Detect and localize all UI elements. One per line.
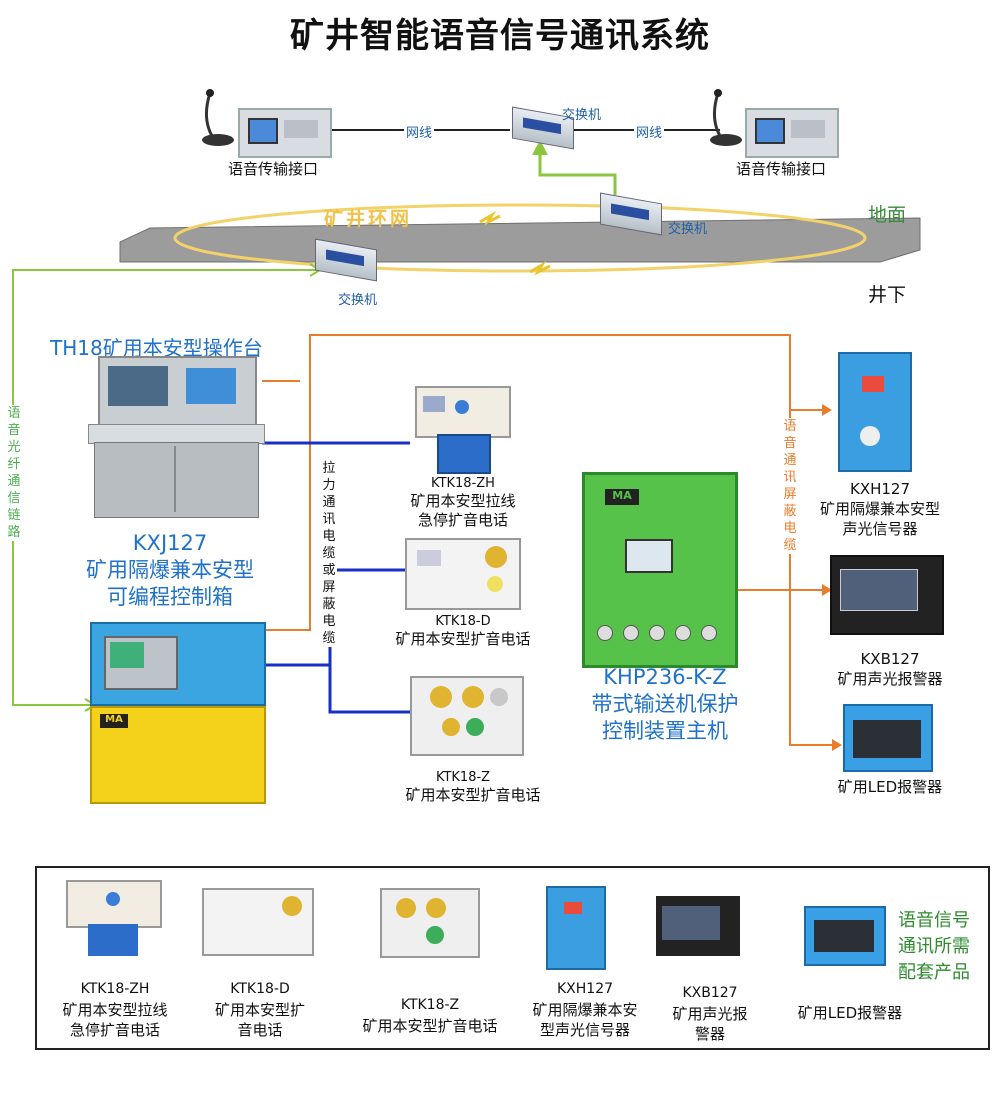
right-3-line1: 矿用LED报警器 (837, 778, 943, 796)
right-2-model: KXB127 (860, 650, 920, 668)
panel-item-5-model: KXB127 (682, 985, 738, 1001)
cable-label-left: 网线 (404, 122, 435, 141)
signal-device-kxh127 (838, 352, 912, 472)
host-line1: 带式输送机保护 (591, 692, 739, 716)
orange-branch-3 (789, 590, 832, 746)
orange-trunk (262, 334, 822, 631)
panel-item-1-line2: 急停扩音电话 (69, 1021, 160, 1039)
blue-controller-line (262, 663, 410, 714)
cable-label-right: 网线 (634, 122, 665, 141)
switch-top-label: 交换机 (562, 108, 602, 123)
controller-name-2: 可编程控制箱 (107, 585, 233, 609)
conveyor-protection-host: MA (582, 472, 738, 668)
phone-1-model: KTK18-ZH (431, 476, 495, 491)
phone-2-line1: 矿用本安型扩音电话 (395, 630, 531, 648)
right-2-line1: 矿用声光报警器 (837, 670, 943, 688)
orange-arrow-3 (832, 739, 842, 751)
alarm-device-kxb127 (830, 555, 944, 635)
phone-ktk18-zh (415, 386, 511, 474)
ground-label: 地面 (868, 204, 907, 226)
right-terminal-label: 语音传输接口 (736, 160, 827, 178)
panel-phone-d (202, 888, 314, 956)
ground-band (119, 217, 921, 263)
host-logo: MA (605, 489, 639, 505)
microphone-icon-right (706, 88, 742, 148)
switch-mid-label: 交换机 (668, 222, 708, 237)
panel-item-4-line2: 型声光信号器 (539, 1021, 630, 1039)
shield-vertical-label: 语音通讯屏蔽电缆 (782, 418, 798, 554)
panel-item-5-line1: 矿用声光报 (672, 1005, 748, 1023)
phone-1-line2: 急停扩音电话 (417, 511, 508, 529)
right-1-line1: 矿用隔爆兼本安型 (819, 500, 940, 518)
panel-item-2-line1: 矿用本安型扩 (214, 1001, 305, 1019)
phone-2-model: KTK18-D (435, 614, 491, 629)
panel-led-alarm (804, 906, 886, 966)
ring-label: 矿井环网 (324, 208, 413, 230)
green-uplink (538, 150, 617, 195)
panel-item-3-model: KTK18-Z (400, 997, 460, 1013)
panel-alarm-kxb (656, 896, 740, 956)
wireless-icon-2 (529, 260, 551, 276)
panel-signal-kxh (546, 886, 606, 970)
microphone-icon (198, 88, 234, 148)
page-title: 矿井智能语音信号通讯系统 (290, 16, 710, 56)
panel-heading-3: 配套产品 (898, 962, 970, 983)
panel-phone-zh (66, 880, 162, 958)
panel-heading-1: 语音信号 (898, 910, 970, 931)
ma-logo: MA (100, 714, 128, 728)
panel-item-4-model: KXH127 (556, 981, 614, 997)
orange-arrow-1 (822, 404, 832, 416)
wireless-icon (479, 210, 501, 226)
voice-interface-left (238, 108, 332, 158)
cable-vertical-label: 拉力通讯电缆或屏蔽电缆 (321, 460, 337, 647)
panel-item-1-model: KTK18-ZH (80, 981, 150, 997)
panel-item-6-line1: 矿用LED报警器 (797, 1004, 903, 1022)
underground-label: 井下 (868, 284, 907, 306)
panel-item-2-line2: 音电话 (237, 1021, 283, 1039)
controller-name-1: 矿用隔爆兼本安型 (86, 558, 254, 582)
right-1-line2: 声光信号器 (842, 520, 918, 538)
phone-3-line1: 矿用本安型扩音电话 (405, 786, 541, 804)
green-arrowhead (532, 140, 548, 155)
accessory-panel (35, 866, 990, 1050)
panel-item-3-line1: 矿用本安型扩音电话 (362, 1017, 498, 1035)
programmable-controller: MA (90, 622, 266, 804)
operation-console (88, 356, 265, 518)
panel-phone-z (380, 888, 480, 958)
phone-ktk18-d (405, 538, 521, 610)
led-alarm-device (843, 704, 933, 772)
phone-3-model: KTK18-Z (435, 770, 491, 785)
left-terminal-label: 语音传输接口 (228, 160, 319, 178)
right-1-model: KXH127 (849, 480, 911, 498)
fiber-link-label: 语音光纤通信链路 (6, 405, 22, 541)
panel-item-4-line1: 矿用隔爆兼本安 (532, 1001, 638, 1019)
host-model: KHP236-K-Z (603, 665, 727, 689)
voice-interface-right (745, 108, 839, 158)
mine-ring (173, 203, 867, 273)
panel-heading-2: 通讯所需 (898, 936, 970, 957)
controller-model: KXJ127 (132, 531, 208, 555)
host-line2: 控制装置主机 (602, 719, 728, 743)
panel-item-1-line1: 矿用本安型拉线 (62, 1001, 168, 1019)
phone-1-line1: 矿用本安型拉线 (410, 492, 516, 510)
panel-item-5-line2: 警器 (694, 1025, 725, 1043)
phone-ktk18-z (410, 676, 524, 756)
orange-arrow-2 (822, 584, 832, 596)
panel-item-2-model: KTK18-D (230, 981, 290, 997)
switch-low-label: 交换机 (338, 293, 378, 308)
